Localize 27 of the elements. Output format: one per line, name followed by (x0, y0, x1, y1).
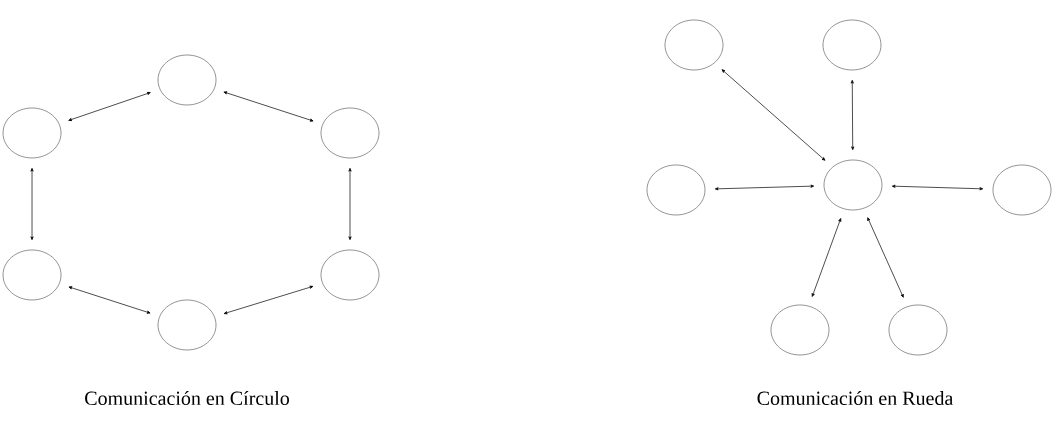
double-arrow (223, 285, 314, 315)
double-arrow (348, 167, 352, 241)
double-arrow (891, 184, 984, 191)
circle (2, 107, 62, 159)
circle (770, 304, 830, 356)
double-arrow (721, 69, 826, 161)
circle (992, 164, 1052, 216)
double-arrow (714, 184, 815, 191)
circle (823, 159, 883, 211)
circle (320, 249, 380, 301)
double-arrow (68, 286, 151, 314)
double-arrow (68, 92, 151, 121)
circle (888, 304, 948, 356)
circle (664, 19, 724, 71)
caption: Comunicación en Círculo (85, 390, 290, 406)
circle (157, 299, 217, 351)
circle (646, 164, 706, 216)
double-arrow (811, 218, 842, 297)
double-arrow (223, 91, 314, 122)
double-arrow (867, 217, 904, 298)
circle (320, 107, 380, 159)
caption: Comunicación en Rueda (757, 390, 954, 406)
double-arrow (850, 79, 855, 151)
circle (2, 249, 62, 301)
circle (157, 54, 217, 106)
double-arrow (30, 167, 34, 241)
circle (822, 19, 882, 71)
